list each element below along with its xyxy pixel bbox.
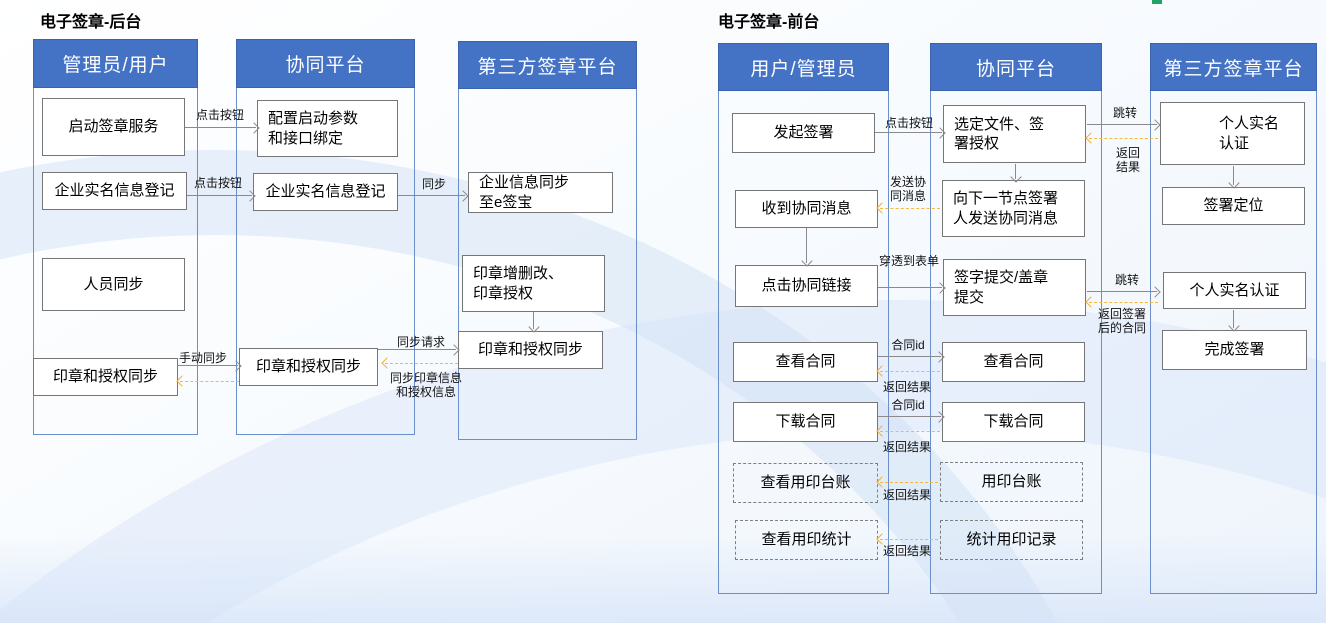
- label-manual-sync: 手动同步: [178, 351, 228, 365]
- node-personnel-sync: 人员同步: [42, 258, 185, 311]
- label-sync: 同步: [421, 177, 447, 191]
- node-seal-stats: 统计用印记录: [940, 520, 1083, 560]
- arrow-select-to-auth: [1087, 118, 1161, 131]
- node-sign-position: 签署定位: [1162, 187, 1305, 225]
- label-click-button-2: 点击按钮: [193, 176, 243, 190]
- green-mark: [1152, 0, 1162, 4]
- label-return-result-5: 返回结果: [883, 544, 932, 558]
- arrow-crud-to-sync: [527, 312, 540, 333]
- node-sign-submit: 签字提交/盖章 提交: [943, 259, 1086, 316]
- arrow-signed-return-dashed: [1085, 296, 1158, 308]
- label-return-result-1: 返回 结果: [1116, 146, 1141, 175]
- node-personal-auth-1: 个人实名 认证: [1160, 102, 1305, 165]
- node-seal-auth-sync-third: 印章和授权同步: [458, 331, 603, 369]
- node-view-contract-user: 查看合同: [733, 342, 878, 382]
- arrow-view-contract-id: [878, 350, 945, 363]
- right-diagram-title: 电子签章-前台: [718, 14, 820, 31]
- node-config-params: 配置启动参数 和接口绑定: [257, 100, 398, 157]
- arrow-auth1-to-position: [1227, 166, 1240, 189]
- arrow-click-to-sign: [878, 281, 946, 294]
- node-complete-sign: 完成签署: [1162, 330, 1307, 370]
- arrow-download-contract-id: [878, 410, 945, 423]
- arrow-sync-request: [378, 343, 460, 356]
- left-lane-collab-platform: 协同平台: [236, 39, 415, 435]
- label-penetrate-form: 穿透到表单: [878, 254, 940, 268]
- arrow-send-collab-dashed: [876, 202, 940, 214]
- node-download-contract-user: 下载合同: [733, 402, 878, 442]
- left-lane-third-party: 第三方签章平台: [458, 41, 637, 440]
- right-lane-third-party: 第三方签章平台: [1150, 43, 1317, 594]
- arrow-sync-seal-info-dashed: [381, 357, 458, 369]
- right-lane-collab-platform: 协同平台: [930, 43, 1102, 594]
- node-enterprise-sync-esign: 企业信息同步 至e签宝: [468, 172, 613, 213]
- label-click-button: 点击按钮: [884, 116, 934, 130]
- right-lane-user-admin-header: 用户/管理员: [718, 43, 889, 91]
- node-download-contract-platform: 下载合同: [942, 402, 1085, 442]
- right-lane-user-admin: 用户/管理员: [718, 43, 889, 594]
- right-lane-collab-platform-header: 协同平台: [930, 43, 1102, 91]
- arrow-view-contract-return: [876, 365, 940, 377]
- node-send-next-node: 向下一节点签署 人发送协同消息: [942, 180, 1085, 237]
- node-view-contract-platform: 查看合同: [942, 342, 1085, 382]
- node-seal-ledger: 用印台账: [940, 462, 1083, 502]
- left-lane-collab-platform-header: 协同平台: [236, 39, 415, 88]
- label-return-result-3: 返回结果: [883, 440, 932, 454]
- node-select-file: 选定文件、签 署授权: [943, 105, 1086, 163]
- label-contract-id-2: 合同id: [891, 398, 925, 412]
- arrow-stats-return: [876, 533, 938, 545]
- node-click-link: 点击协同链接: [735, 265, 878, 307]
- node-enterprise-reg-user: 企业实名信息登记: [42, 172, 187, 210]
- node-seal-auth-sync-user: 印章和授权同步: [33, 358, 178, 396]
- label-sync-seal-info: 同步印章信息 和授权信息: [389, 371, 463, 400]
- label-return-signed-contract: 返回签署 后的合同: [1098, 307, 1147, 336]
- node-personal-auth-2: 个人实名认证: [1163, 272, 1306, 309]
- arrow-auth2-to-complete: [1227, 310, 1240, 332]
- arrow-select-to-send: [1009, 164, 1022, 183]
- background-wash: [0, 533, 1326, 623]
- node-start-service: 启动签章服务: [42, 98, 185, 156]
- left-lane-admin-user: 管理员/用户: [33, 39, 198, 435]
- node-receive-msg: 收到协同消息: [735, 190, 878, 228]
- arrow-initiate-to-select: [875, 126, 946, 139]
- label-sync-request: 同步请求: [396, 335, 446, 349]
- arrow-receive-to-click: [800, 228, 813, 267]
- label-return-result-4: 返回结果: [883, 488, 932, 502]
- left-diagram-title: 电子签章-后台: [40, 14, 142, 31]
- arrow-reg-user-to-platform: [187, 189, 256, 202]
- arrow-sign-to-auth2: [1087, 285, 1161, 298]
- label-jump-2: 跳转: [1114, 273, 1140, 287]
- node-initiate-sign: 发起签署: [732, 113, 875, 153]
- node-enterprise-reg-platform: 企业实名信息登记: [253, 173, 398, 211]
- left-lane-admin-user-header: 管理员/用户: [33, 39, 198, 88]
- node-seal-auth-sync-platform: 印章和授权同步: [239, 348, 378, 386]
- label-contract-id-1: 合同id: [891, 338, 925, 352]
- label-jump-1: 跳转: [1112, 106, 1138, 120]
- background-arc: [0, 300, 1326, 623]
- arrow-reg-platform-to-esign: [398, 189, 469, 202]
- node-seal-crud: 印章增删改、 印章授权: [462, 255, 605, 312]
- arrow-ledger-return: [876, 476, 938, 488]
- node-view-seal-ledger: 查看用印台账: [733, 463, 878, 503]
- arrow-manual-sync: [177, 359, 242, 372]
- arrow-start-to-config: [185, 121, 260, 134]
- arrow-download-contract-return: [876, 425, 940, 437]
- arrow-auth-return-dashed: [1085, 132, 1158, 144]
- node-view-seal-stats: 查看用印统计: [735, 520, 878, 560]
- arrow-sync-return-dashed: [176, 375, 239, 387]
- label-click-button-1: 点击按钮: [195, 108, 245, 122]
- left-lane-third-party-header: 第三方签章平台: [458, 41, 637, 89]
- right-lane-third-party-header: 第三方签章平台: [1150, 43, 1317, 91]
- label-send-collab: 发送协 同消息: [889, 175, 927, 204]
- label-return-result-2: 返回结果: [883, 380, 932, 394]
